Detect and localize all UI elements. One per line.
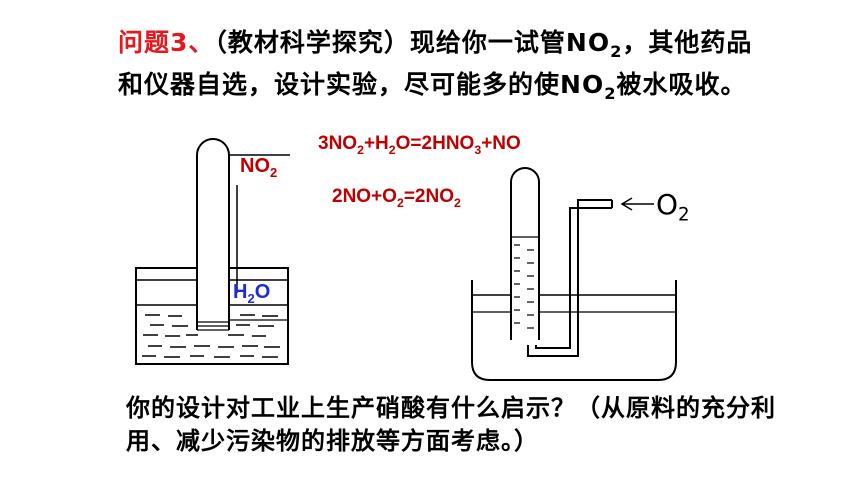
eq1-part-c: O=2HNO xyxy=(395,133,475,154)
h2o-label-o: O xyxy=(254,281,271,303)
equation-2: 2NO+O2=2NO2 xyxy=(332,186,461,210)
eq1-sub-b: 2 xyxy=(388,142,396,157)
question-label: 问题3、 xyxy=(118,28,215,57)
eq2-sub-b: 2 xyxy=(454,195,461,210)
left-test-tube xyxy=(196,138,230,330)
o2-label: O2 xyxy=(656,188,690,226)
line3-formula-base: NO xyxy=(560,70,605,99)
o2-label-base: O xyxy=(656,188,679,221)
line3-formula-sub: 2 xyxy=(604,84,617,103)
h2o-label: H2O xyxy=(233,281,270,306)
eq1-part-d: +NO xyxy=(481,133,521,154)
no2-formula-sub: 2 xyxy=(610,42,623,61)
eq1-sub-a: 2 xyxy=(357,142,364,157)
right-test-tube xyxy=(510,167,540,340)
right-tube-liquid-marks xyxy=(511,236,539,329)
bottom-question: 你的设计对工业上生产硝酸有什么启示？（从原料的充分利用、减少污染物的排放等方面考… xyxy=(126,394,776,455)
h2o-label-sub: 2 xyxy=(247,291,255,306)
o2-label-sub: 2 xyxy=(678,204,690,226)
right-beaker xyxy=(471,280,677,381)
eq1-part-a: 3NO xyxy=(318,133,358,154)
no2-label-base: NO xyxy=(240,155,270,177)
question-text-part2: ，其他药品和仪器自选，设计实验，尽可能多的使 xyxy=(118,28,753,99)
line3-text: 被水吸收。 xyxy=(616,70,747,99)
oxygen-arrow xyxy=(620,197,654,211)
no2-label: NO2 xyxy=(240,155,277,180)
eq2-sub-a: 2 xyxy=(396,195,404,210)
question-text: 问题3、（教材科学探究）现给你一试管NO2，其他药品和仪器自选，设计实验，尽可能… xyxy=(118,26,758,110)
no2-label-sub: 2 xyxy=(270,165,278,180)
left-water-dashes xyxy=(142,314,280,358)
oxygen-inlet-tube xyxy=(527,199,613,357)
eq1-sub-c: 3 xyxy=(474,142,482,157)
equation-1: 3NO2+H2O=2HNO3+NO xyxy=(318,133,521,157)
left-tube-marks xyxy=(197,319,288,331)
eq1-part-b: +H xyxy=(363,133,389,154)
question-text-part1: （教材科学探究）现给你一试管 xyxy=(214,28,566,57)
no2-formula-base: NO xyxy=(565,28,611,57)
eq2-part-b: =2NO xyxy=(403,186,454,207)
h2o-label-h: H xyxy=(233,281,248,303)
eq2-part-a: 2NO+O xyxy=(332,186,397,207)
